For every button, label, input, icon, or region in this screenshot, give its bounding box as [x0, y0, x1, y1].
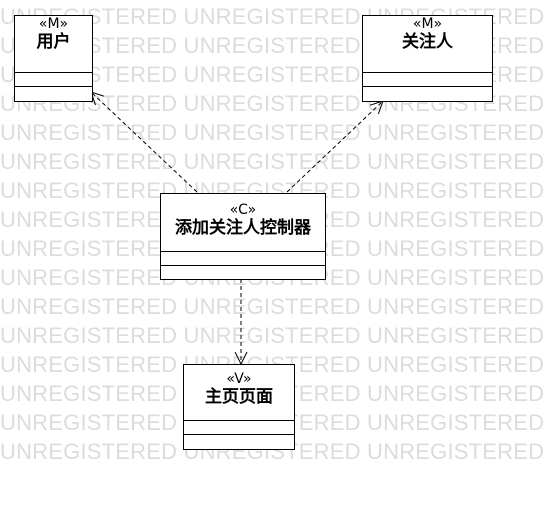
- class-controller-operations: [161, 266, 325, 280]
- class-followee-operations: [363, 87, 492, 101]
- class-home-page-operations: [184, 435, 294, 449]
- class-home-page-stereotype: «V»: [226, 371, 252, 387]
- class-controller-name: 添加关注人控制器: [175, 218, 311, 238]
- class-followee-attributes: [363, 73, 492, 87]
- class-user[interactable]: «M» 用户: [14, 15, 93, 102]
- class-controller-header: «C» 添加关注人控制器: [161, 194, 325, 252]
- class-home-page-attributes: [184, 421, 294, 435]
- class-controller-attributes: [161, 252, 325, 266]
- class-controller-stereotype: «C»: [229, 202, 257, 218]
- class-home-page-name: 主页页面: [205, 387, 273, 407]
- class-followee[interactable]: «M» 关注人: [362, 15, 493, 102]
- class-add-followee-controller[interactable]: «C» 添加关注人控制器: [160, 193, 326, 280]
- dependency-controller-to-home-page[interactable]: [234, 279, 248, 366]
- dependency-controller-to-followee[interactable]: [286, 100, 384, 193]
- class-followee-header: «M» 关注人: [363, 16, 492, 73]
- class-home-page-header: «V» 主页页面: [184, 365, 294, 421]
- class-user-name: 用户: [36, 32, 71, 52]
- class-user-operations: [15, 87, 92, 101]
- class-user-stereotype: «M»: [38, 16, 69, 32]
- class-user-attributes: [15, 73, 92, 87]
- class-user-header: «M» 用户: [15, 16, 92, 73]
- class-followee-stereotype: «M»: [412, 16, 443, 32]
- dependency-controller-to-user[interactable]: [90, 91, 198, 193]
- class-home-page[interactable]: «V» 主页页面: [183, 364, 295, 450]
- class-followee-name: 关注人: [402, 32, 453, 52]
